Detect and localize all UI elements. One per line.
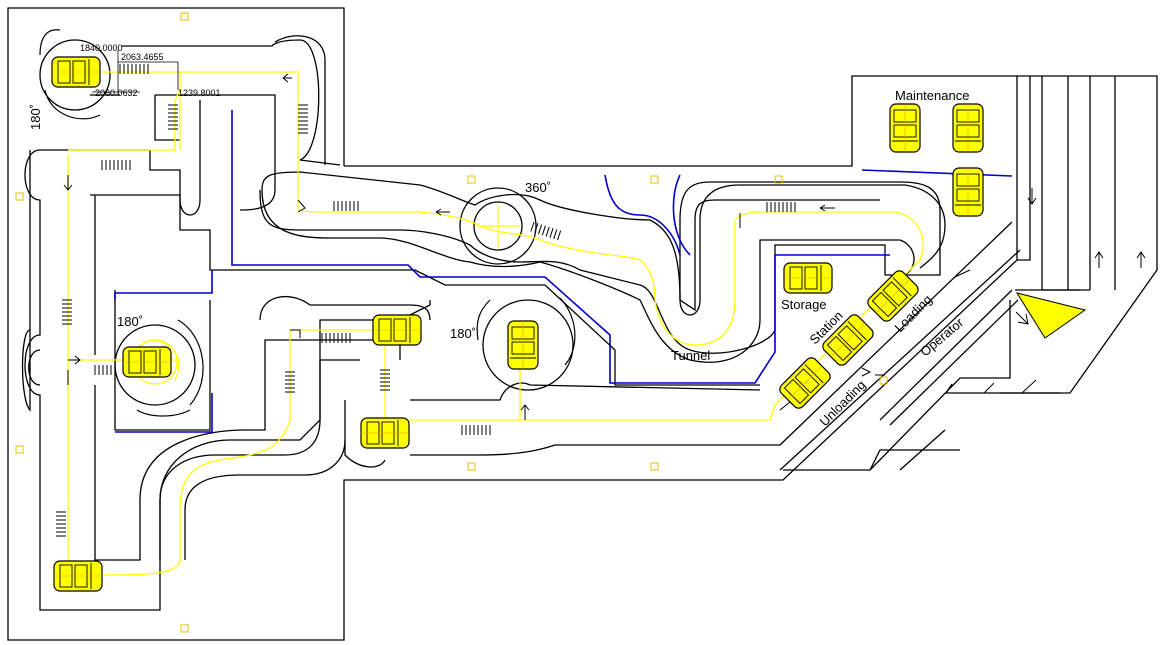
dimension-lines [92,50,179,95]
dim-label-2: 2063.4655 [121,52,164,62]
vehicle-maintenance-1 [889,103,921,153]
dim-label-3: 2060.0632 [95,88,138,98]
vehicle-left-turntable [122,346,172,378]
label-tunnel: Tunnel [671,348,710,363]
track-outer-edge [21,39,941,611]
track-walls [40,35,1021,561]
vehicle-bottom-left [53,560,103,592]
exit-lanes [1000,76,1116,394]
vehicle-center-top [372,314,422,346]
label-180-left: 180˚ [28,104,43,130]
vehicle-center-turntable [507,320,539,370]
vehicle-maintenance-2 [952,103,984,153]
dim-label-1: 1840.0000 [80,43,123,53]
label-360: 360˚ [525,180,551,195]
rotation-arcs [39,29,576,417]
label-maintenance: Maintenance [895,88,969,103]
label-180-center: 180˚ [450,326,476,341]
dim-label-4: 1239.8001 [178,88,221,98]
water-channel [114,110,1013,433]
vehicle-storage [783,262,833,294]
vehicle-maintenance-3 [952,167,984,217]
wall-markers [15,12,888,633]
vehicle-top-left [51,56,101,88]
vehicle-center-bottom [360,417,410,449]
label-180-mid: 180˚ [117,314,143,329]
label-storage: Storage [781,297,827,312]
operator-booth [1015,292,1087,339]
track-arrows [63,73,1146,420]
track-centerline [67,71,924,576]
crosswalk-marks [56,64,796,537]
